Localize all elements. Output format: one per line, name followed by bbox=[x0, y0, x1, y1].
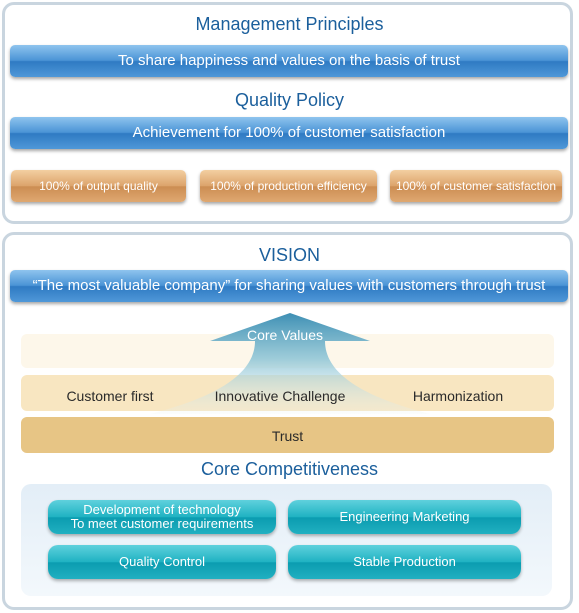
core-competitiveness-title: Core Competitiveness bbox=[200, 459, 379, 479]
competency-technology-line2: To meet customer requirements bbox=[70, 516, 254, 531]
management-title: Management Principles bbox=[195, 14, 384, 34]
competency-quality-control: Quality Control bbox=[48, 545, 276, 579]
value-harmonization: Harmonization bbox=[412, 388, 504, 404]
competency-engineering-marketing-label: Engineering Marketing bbox=[339, 509, 470, 524]
quality-title: Quality Policy bbox=[234, 90, 345, 110]
vision-statement: “The most valuable company” for sharing … bbox=[10, 270, 568, 302]
competency-technology-line1: Development of technology bbox=[83, 502, 241, 517]
value-customer-first: Customer first bbox=[66, 388, 154, 404]
vision-title: VISION bbox=[258, 245, 320, 265]
competency-technology: Development of technology To meet custom… bbox=[48, 500, 276, 534]
competency-stable-production: Stable Production bbox=[288, 545, 521, 579]
management-statement: To share happiness and values on the bas… bbox=[10, 45, 568, 77]
quality-item-satisfaction: 100% of customer satisfaction bbox=[390, 170, 562, 202]
core-values-arrow-icon bbox=[150, 313, 430, 414]
quality-item-output: 100% of output quality bbox=[11, 170, 186, 202]
value-trust: Trust bbox=[271, 428, 304, 444]
core-values-band-base bbox=[21, 417, 554, 453]
competency-quality-control-label: Quality Control bbox=[119, 554, 205, 569]
competency-engineering-marketing: Engineering Marketing bbox=[288, 500, 521, 534]
core-values-label: Core Values bbox=[246, 327, 323, 343]
value-innovative-challenge: Innovative Challenge bbox=[214, 388, 346, 404]
competency-stable-production-label: Stable Production bbox=[353, 554, 456, 569]
quality-item-efficiency: 100% of production efficiency bbox=[200, 170, 377, 202]
quality-statement: Achievement for 100% of customer satisfa… bbox=[10, 117, 568, 149]
